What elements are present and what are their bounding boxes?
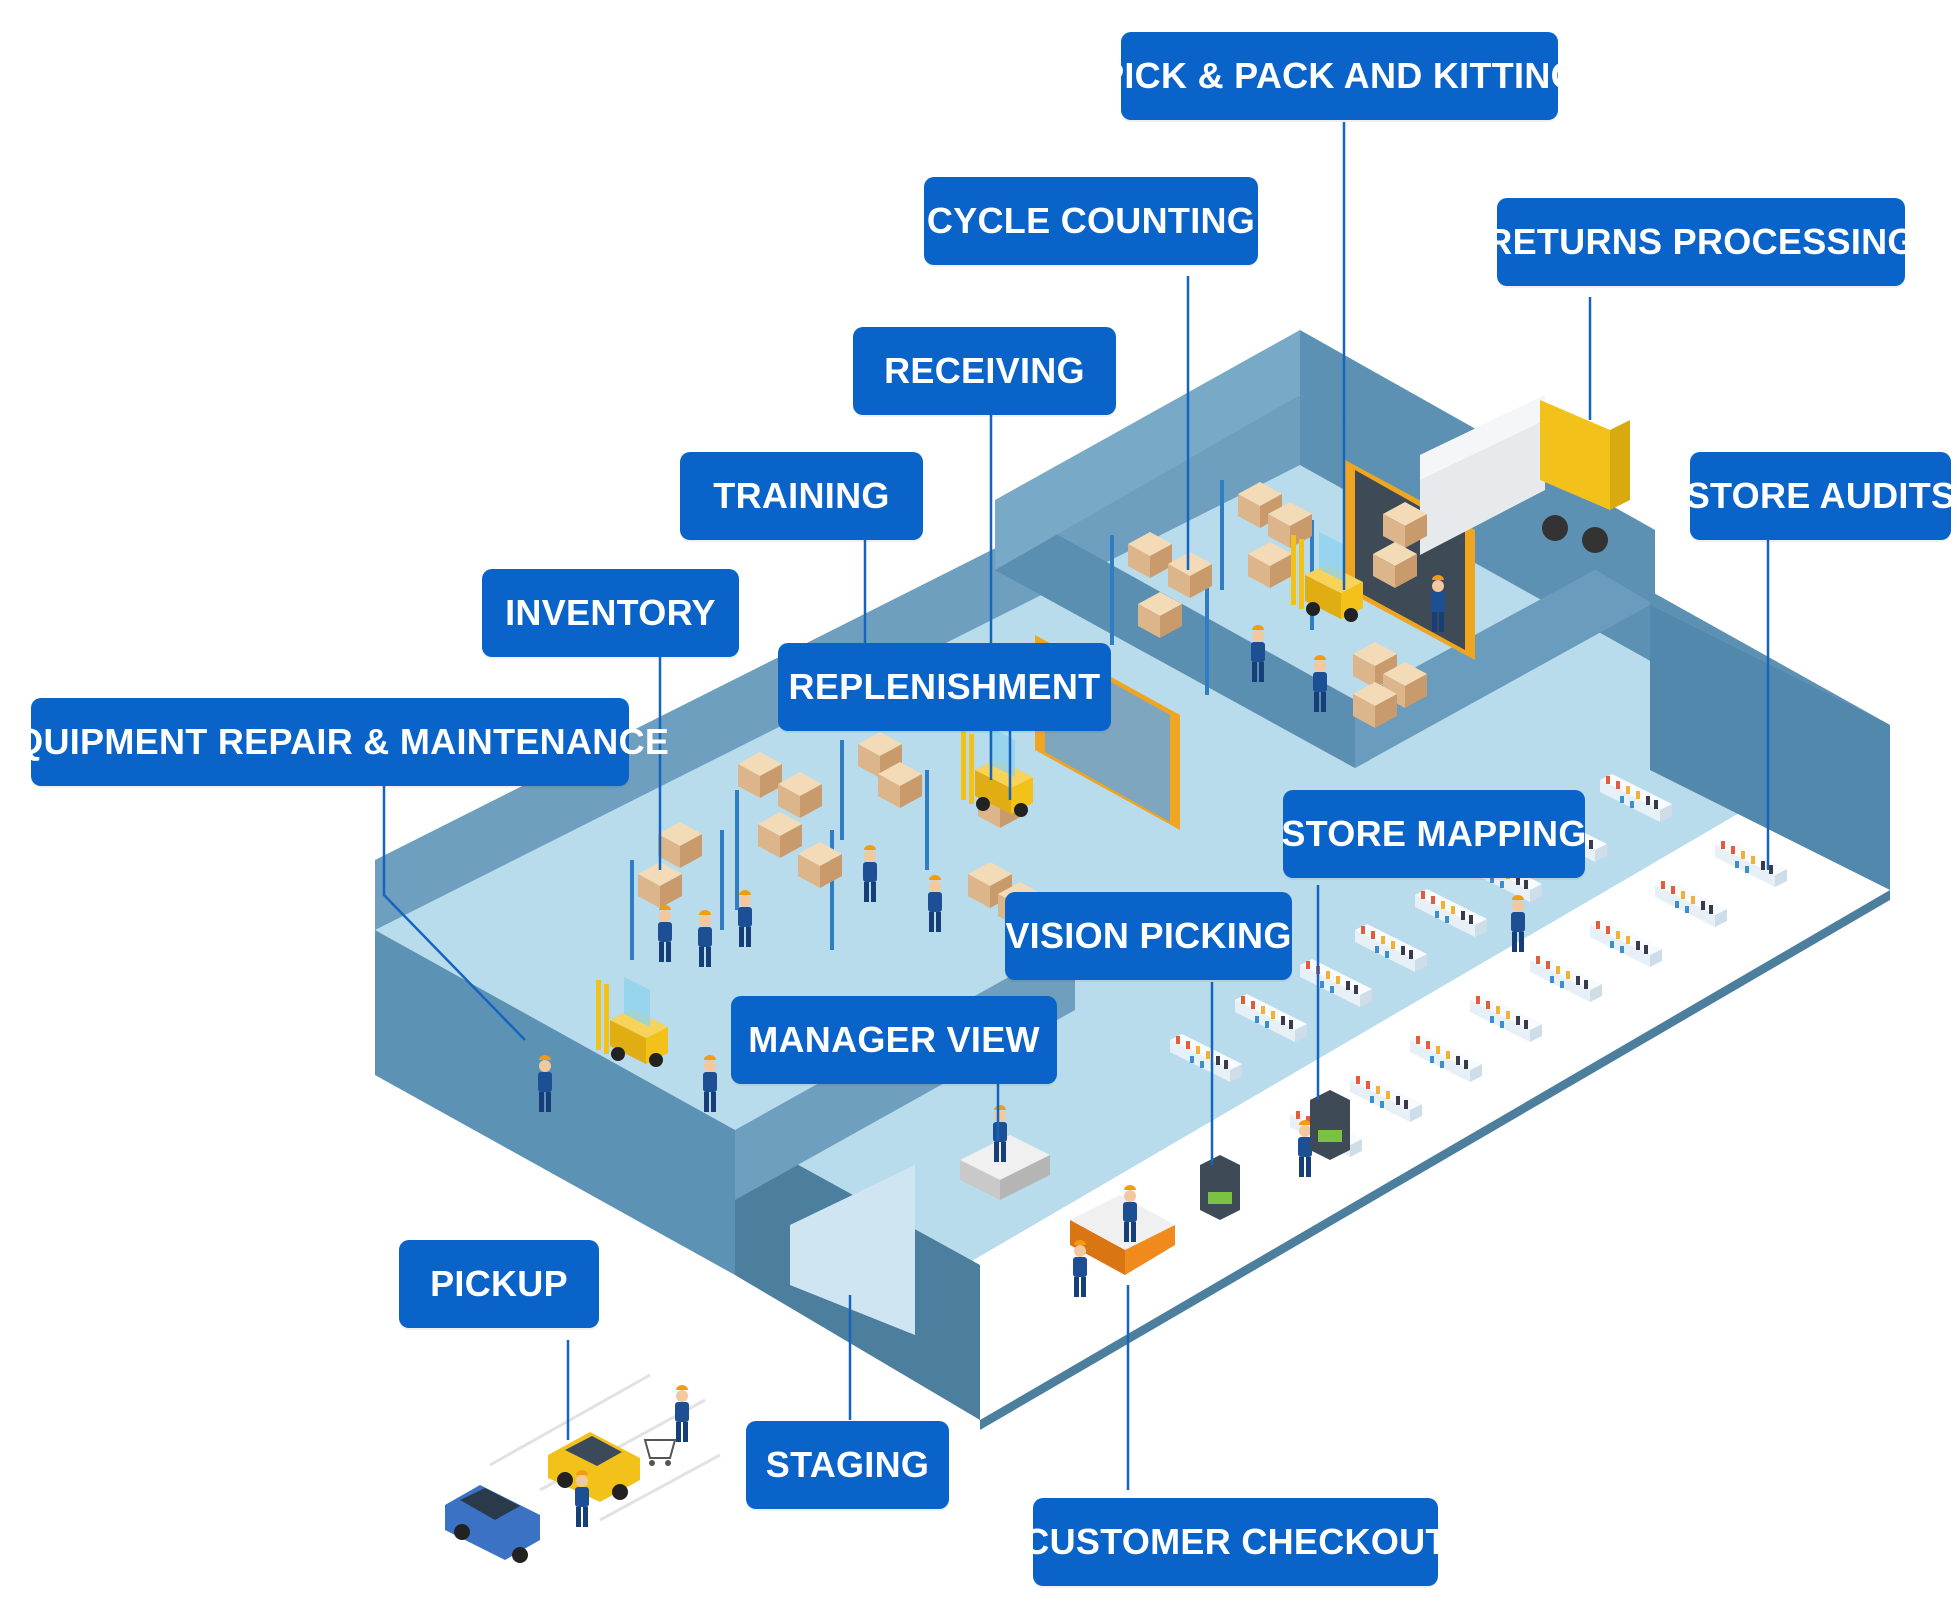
main-racks [630,732,1042,960]
label-customer-checkout: CUSTOMER CHECKOUT [1023,1498,1447,1586]
staging-door [790,1165,915,1335]
label-inventory: INVENTORY [482,569,739,657]
label-training: TRAINING [680,452,923,540]
label-pick-pack-kitting: PICK & PACK AND KITTING [1100,32,1579,120]
manager-desk [960,1105,1050,1200]
kiosks [1200,1090,1350,1220]
label-store-audits: STORE AUDITS [1686,452,1955,540]
label-equipment-repair-maintenance: EQUIPMENT REPAIR & MAINTENANCE [0,698,669,786]
label-manager-view: MANAGER VIEW [731,996,1057,1084]
blue-car [445,1485,540,1563]
truck [1420,395,1630,555]
label-returns-processing: RETURNS PROCESSING [1486,198,1915,286]
wall-interior-2 [1355,540,1650,768]
label-pickup: PICKUP [399,1240,599,1328]
leader-lines [382,122,1770,1490]
label-cycle-counting: CYCLE COUNTING [924,177,1258,265]
wall-receiving-back [995,330,1300,570]
label-vision-picking: VISION PICKING [1005,892,1292,980]
yellow-car [548,1432,640,1502]
wall-right [1650,605,1890,890]
label-receiving: RECEIVING [853,327,1116,415]
label-store-mapping: STORE MAPPING [1281,790,1586,878]
wall-interior-1-face [995,500,1355,768]
checkout-counter [1070,1185,1175,1297]
label-staging: STAGING [746,1421,949,1509]
wall-front-right [980,890,1890,1430]
label-replenishment: REPLENISHMENT [778,643,1111,731]
shopping-cart [643,1439,677,1466]
wall-front-left [375,930,735,1275]
